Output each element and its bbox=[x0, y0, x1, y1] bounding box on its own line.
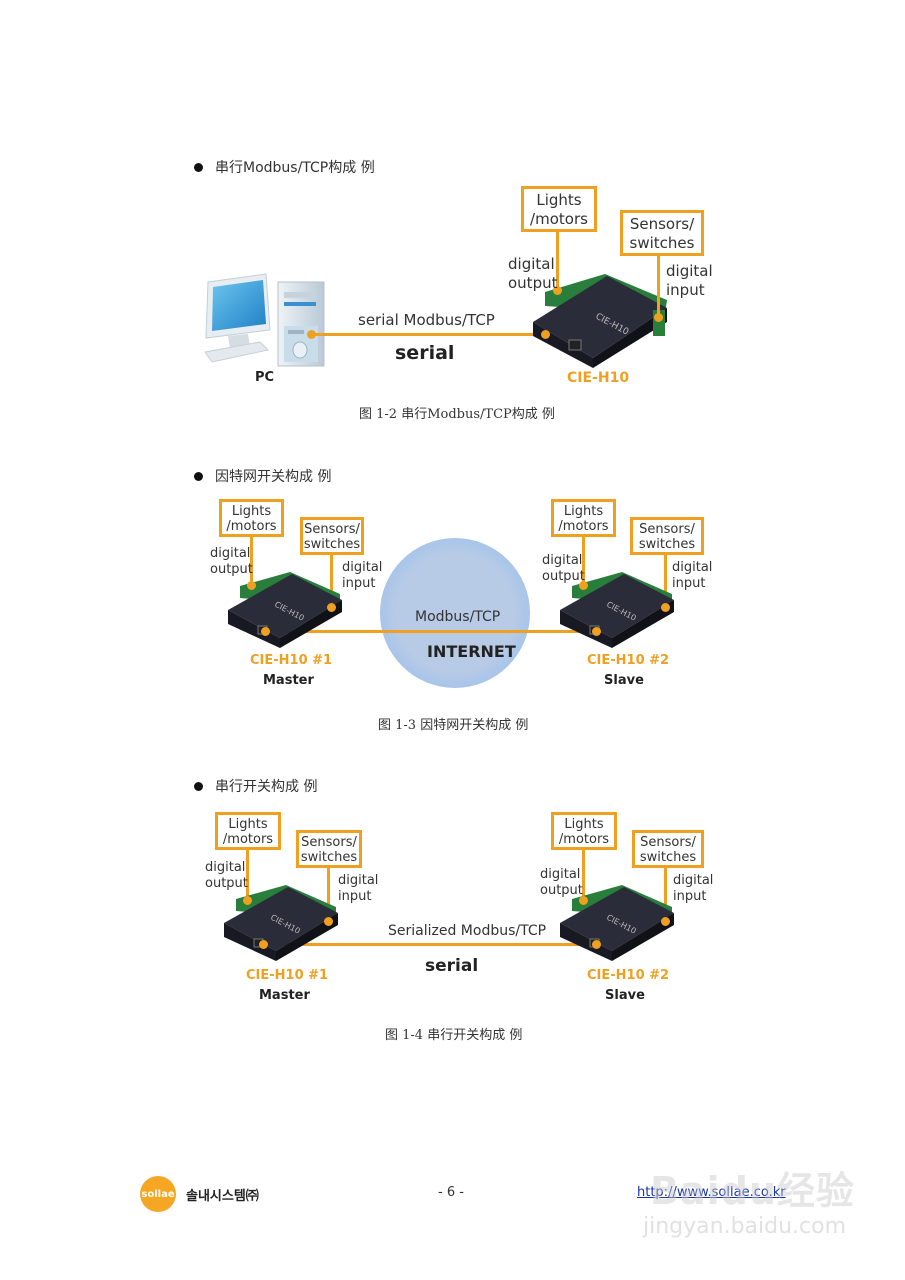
connection-dot bbox=[579, 896, 588, 905]
device-role: Slave bbox=[605, 988, 645, 1003]
input-line bbox=[327, 868, 330, 920]
connection-dot bbox=[327, 603, 336, 612]
sensors-switches-box: Sensors/ switches bbox=[296, 830, 362, 868]
connection-dot bbox=[553, 286, 562, 295]
digital-output-label: digital output bbox=[210, 546, 253, 577]
link-label: Modbus/TCP bbox=[415, 609, 501, 625]
sensors-switches-box: Sensors/ switches bbox=[630, 517, 704, 555]
link-label: Serialized Modbus/TCP bbox=[388, 923, 547, 939]
cie-h10-device-icon: CIE-H10 bbox=[533, 274, 667, 368]
digital-output-label: digital output bbox=[508, 255, 558, 292]
network-label: INTERNET bbox=[427, 642, 516, 661]
network-link-line bbox=[263, 630, 598, 633]
output-line bbox=[556, 232, 559, 292]
lights-motors-box: Lights /motors bbox=[521, 186, 597, 232]
digital-input-label: digital input bbox=[672, 560, 713, 591]
input-line bbox=[664, 555, 667, 607]
device-name: CIE-H10 #1 bbox=[246, 968, 329, 983]
connection-dot bbox=[324, 917, 333, 926]
figure-caption: 图 1-4 串行开关构成 例 bbox=[385, 1028, 523, 1043]
watermark-brand: Baidu经验 bbox=[650, 1169, 855, 1213]
bullet-icon bbox=[194, 471, 203, 481]
figure-caption: 图 1-2 串行Modbus/TCP构成 例 bbox=[359, 407, 555, 422]
serial-link-line bbox=[312, 333, 547, 336]
page-number: - 6 - bbox=[438, 1185, 464, 1200]
cie-h10-device-icon: CIE-H10 bbox=[560, 572, 674, 648]
output-line bbox=[246, 850, 249, 900]
input-line bbox=[657, 256, 660, 318]
link-type-label: serial bbox=[425, 956, 479, 976]
bullet-icon bbox=[194, 162, 203, 172]
bullet-icon bbox=[194, 781, 203, 791]
link-type-label: serial bbox=[395, 342, 455, 364]
device-name: CIE-H10 #2 bbox=[587, 653, 670, 668]
connection-dot bbox=[247, 581, 256, 590]
digital-output-label: digital output bbox=[542, 553, 585, 584]
digital-input-label: digital input bbox=[342, 560, 383, 591]
output-line bbox=[582, 537, 585, 585]
connection-dot bbox=[307, 330, 316, 339]
company-name: 솔내시스템㈜ bbox=[186, 1189, 259, 1204]
lights-motors-box: Lights /motors bbox=[215, 812, 281, 850]
section-heading-text: 因特网开关构成 例 bbox=[215, 469, 332, 485]
sollae-logo: sollae bbox=[140, 1176, 176, 1212]
sensors-switches-box: Sensors/ switches bbox=[620, 210, 704, 256]
connection-dot bbox=[592, 940, 601, 949]
device-role: Slave bbox=[604, 673, 644, 688]
device-role: Master bbox=[263, 673, 314, 688]
lights-motors-box: Lights /motors bbox=[551, 812, 617, 850]
cie-h10-device-icon: CIE-H10 bbox=[228, 572, 342, 648]
watermark-domain: jingyan.baidu.com bbox=[643, 1214, 847, 1239]
output-line bbox=[582, 850, 585, 900]
pc-icon bbox=[204, 273, 325, 367]
digital-input-label: digital input bbox=[666, 262, 713, 299]
connection-dot bbox=[592, 627, 601, 636]
link-label: serial Modbus/TCP bbox=[358, 311, 495, 329]
cie-h10-device-icon: CIE-H10 bbox=[224, 885, 338, 961]
internet-cloud bbox=[380, 538, 530, 688]
serial-link-line bbox=[262, 943, 598, 946]
connection-dot bbox=[541, 330, 550, 339]
connection-dot bbox=[243, 896, 252, 905]
section-heading: 串行Modbus/TCP构成 例 bbox=[194, 157, 375, 177]
input-line bbox=[330, 555, 333, 607]
section-heading-text: 串行开关构成 例 bbox=[215, 779, 318, 795]
connection-dot bbox=[661, 917, 670, 926]
sensors-switches-box: Sensors/ switches bbox=[300, 517, 364, 555]
digital-input-label: digital input bbox=[673, 873, 714, 904]
website-link[interactable]: http://www.sollae.co.kr bbox=[637, 1185, 786, 1200]
device-name: CIE-H10 bbox=[567, 370, 630, 386]
pc-label: PC bbox=[255, 370, 275, 385]
digital-input-label: digital input bbox=[338, 873, 379, 904]
output-line bbox=[250, 537, 253, 585]
connection-dot bbox=[261, 627, 270, 636]
device-name: CIE-H10 #2 bbox=[587, 968, 670, 983]
section-heading: 串行开关构成 例 bbox=[194, 776, 317, 796]
device-name: CIE-H10 #1 bbox=[250, 653, 333, 668]
connection-dot bbox=[579, 581, 588, 590]
section-heading: 因特网开关构成 例 bbox=[194, 466, 331, 486]
sensors-switches-box: Sensors/ switches bbox=[632, 830, 704, 868]
connection-dot bbox=[654, 313, 663, 322]
digital-output-label: digital output bbox=[205, 860, 248, 891]
section-heading-text: 串行Modbus/TCP构成 例 bbox=[215, 160, 375, 176]
connection-dot bbox=[259, 940, 268, 949]
lights-motors-box: Lights /motors bbox=[551, 499, 616, 537]
lights-motors-box: Lights /motors bbox=[219, 499, 284, 537]
input-line bbox=[664, 868, 667, 920]
cie-h10-device-icon: CIE-H10 bbox=[560, 885, 674, 961]
digital-output-label: digital output bbox=[540, 867, 583, 898]
connection-dot bbox=[661, 603, 670, 612]
device-role: Master bbox=[259, 988, 310, 1003]
figure-caption: 图 1-3 因特网开关构成 例 bbox=[378, 718, 529, 733]
